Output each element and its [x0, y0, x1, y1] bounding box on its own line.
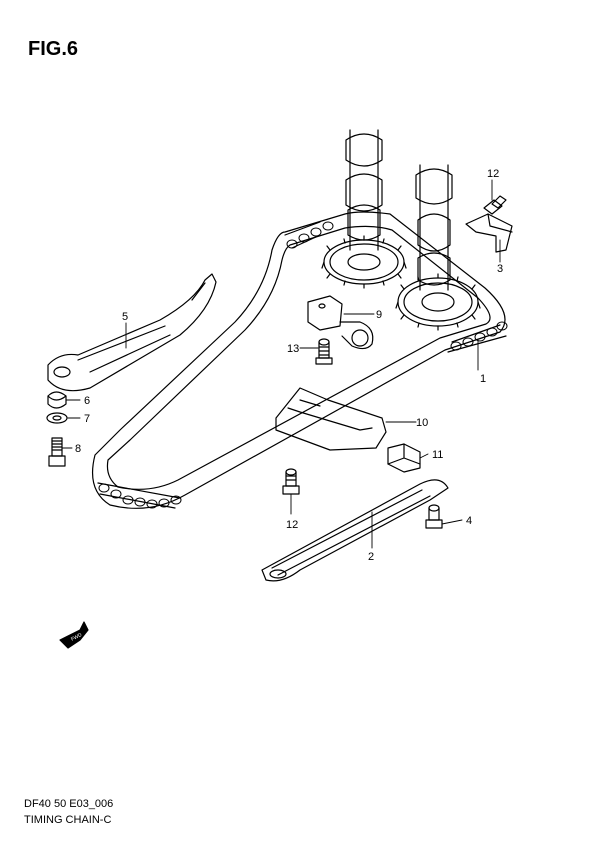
drawing-name: TIMING CHAIN-C — [24, 814, 112, 826]
callout-label: 10 — [416, 417, 428, 429]
callout-label: 5 — [122, 311, 128, 323]
figure-title: FIG.6 — [28, 38, 79, 60]
pad-7 — [387, 443, 421, 473]
callout-label: 1 — [480, 373, 486, 385]
callout-leaders — [61, 179, 501, 549]
camshaft-sprocket-left — [321, 235, 407, 289]
camshaft-left — [345, 129, 383, 251]
timing-chain — [91, 211, 507, 509]
camshaft-right — [415, 164, 453, 291]
callout-label: 6 — [84, 395, 90, 407]
bolt-10 — [48, 437, 66, 467]
callout-labels: 1 2 3 4 5 6 7 8 9 10 11 12 12 13 FWD — [70, 168, 503, 643]
callout-label: 7 — [84, 413, 90, 425]
tensioner-plate-8 — [275, 387, 387, 451]
callout-label: 12 — [487, 168, 499, 180]
callout-label: 12 — [286, 519, 298, 531]
chain-guide-2 — [261, 479, 449, 582]
bolt-13 — [315, 338, 333, 365]
bolt-12-bottom — [282, 468, 300, 495]
callout-label: 2 — [368, 551, 374, 563]
chain-guide-bracket-3 — [465, 213, 513, 253]
bolt-4 — [425, 504, 443, 529]
camshaft-sprocket-right — [395, 273, 481, 331]
chain-tensioner-9 — [307, 295, 374, 350]
callout-label: 4 — [466, 515, 472, 527]
fwd-arrow-icon — [59, 621, 89, 649]
callout-label: 11 — [432, 449, 443, 461]
callout-label: 8 — [75, 443, 81, 455]
callout-label: 3 — [497, 263, 503, 275]
washer-6 — [47, 391, 67, 409]
drawing-code: DF40 50 E03_006 — [24, 798, 114, 810]
chain-guide-5 — [47, 273, 217, 392]
callout-label: 9 — [376, 309, 382, 321]
washer-11 — [46, 412, 68, 424]
chain-links — [98, 221, 508, 509]
bolt-12-top — [483, 195, 507, 215]
callout-label: 13 — [287, 343, 299, 355]
fwd-label: FWD — [70, 632, 83, 643]
